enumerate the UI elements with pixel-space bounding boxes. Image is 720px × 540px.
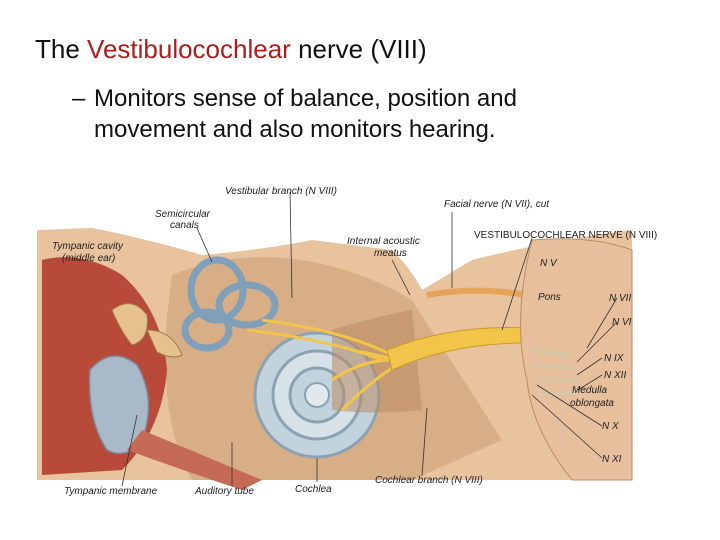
cranial-nerve-rootlets — [531, 348, 581, 397]
ossicles — [111, 303, 183, 358]
bullet-dash: – — [72, 85, 86, 112]
label-medulla-1: Medulla — [572, 385, 607, 396]
label-vcn-caps: VESTIBULOCOCHLEAR NERVE (N VIII) — [474, 230, 657, 241]
label-semicircular-1: Semicircular — [155, 209, 211, 220]
title-highlight: Vestibulocochlear — [87, 34, 291, 64]
leader-cochlear-branch — [421, 407, 428, 477]
leader-n-vii — [586, 297, 618, 349]
leader-n-ix — [576, 357, 603, 376]
bullet-point: –Monitors sense of balance, position and… — [72, 83, 672, 145]
bullet-line-1: Monitors sense of balance, position and — [94, 85, 517, 112]
slide-title: The Vestibulocochlear nerve (VIII) — [35, 34, 427, 65]
label-tympanic-cavity-2: (middle ear) — [62, 253, 115, 264]
label-n-xii: N XII — [604, 370, 626, 381]
brainstem — [520, 238, 633, 481]
bullet-line-2: movement and also monitors hearing. — [94, 116, 496, 143]
leader-vcn — [501, 237, 533, 331]
label-medulla-2: oblongata — [570, 398, 614, 409]
label-vestibular-branch: Vestibular branch (N VIII) — [225, 186, 337, 197]
label-internal-meatus-2: meatus — [374, 248, 407, 259]
ear-anatomy-illustration: Vestibular branch (N VIII) Semicircular … — [37, 186, 657, 497]
label-n-vii: N VII — [609, 293, 631, 304]
auditory-tube-shape — [127, 430, 262, 490]
semicircular-canals — [181, 256, 279, 352]
title-prefix: The — [35, 34, 88, 64]
leader-tympanic-membrane — [121, 414, 138, 487]
title-suffix: nerve (VIII) — [290, 34, 427, 64]
label-tympanic-membrane: Tympanic membrane — [64, 486, 158, 497]
label-cochlea: Cochlea — [295, 484, 332, 495]
label-tympanic-cavity-1: Tympanic cavity — [52, 241, 124, 252]
label-semicircular-2: canals — [170, 220, 199, 231]
leader-n-x — [536, 384, 603, 427]
leader-semicircular — [196, 227, 213, 263]
leader-vestibular — [289, 191, 293, 299]
leader-meatus — [391, 259, 411, 296]
vestibulocochlear-nerve-fibers — [246, 318, 398, 412]
label-facial-nerve: Facial nerve (N VII), cut — [444, 199, 550, 210]
label-n-x: N X — [602, 421, 619, 432]
leader-n-xii — [577, 374, 603, 391]
label-internal-meatus-1: Internal acoustic — [347, 236, 420, 247]
label-n-ix: N IX — [604, 353, 624, 364]
label-n-v: N V — [540, 258, 558, 269]
leader-n-xi — [531, 394, 603, 459]
label-auditory-tube: Auditory tube — [194, 486, 254, 497]
label-pons: Pons — [538, 292, 561, 303]
leader-n-vi — [576, 321, 618, 363]
ear-anatomy-figure: Vestibular branch (N VIII) Semicircular … — [32, 180, 682, 505]
label-cochlear-branch: Cochlear branch (N VIII) — [375, 475, 483, 486]
label-n-vi: N VI — [612, 317, 632, 328]
label-n-xi: N XI — [602, 454, 622, 465]
